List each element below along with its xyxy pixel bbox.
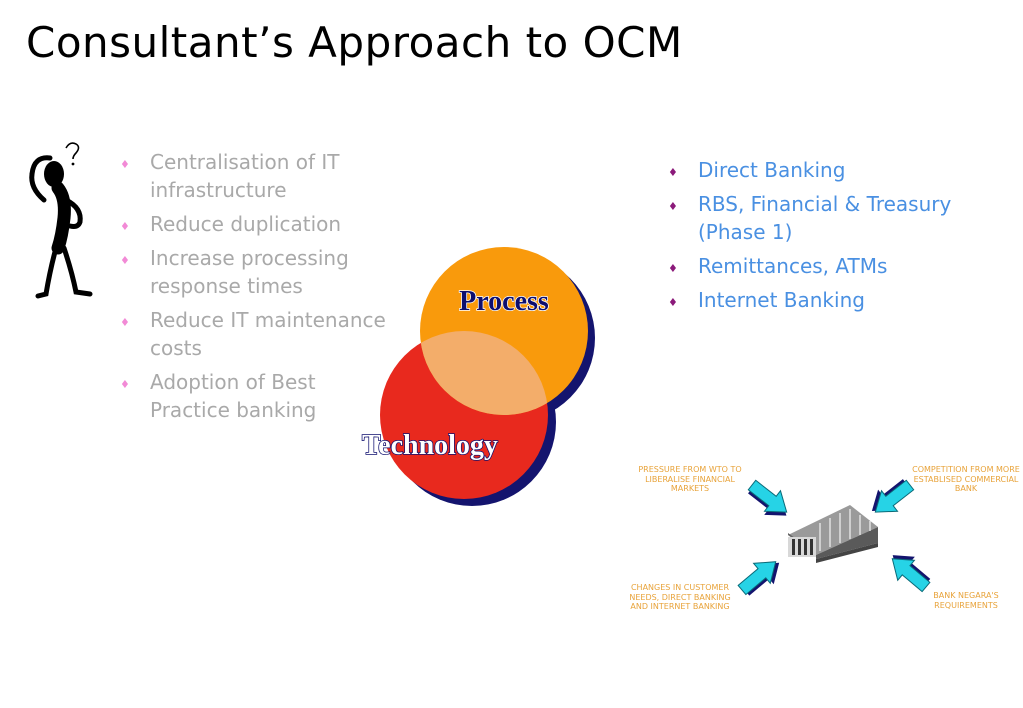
process-label: Process	[459, 286, 549, 317]
arrow-icon	[733, 551, 788, 601]
confused-person-icon	[29, 142, 93, 299]
list-item: ♦Adoption of Best Practice banking	[120, 370, 317, 422]
pressure-label-competition: COMPETITION FROM MORE ESTABLISED COMMERC…	[912, 465, 1020, 493]
pressure-label-wto: PRESSURE FROM WTO TO LIBERALISE FINANCIA…	[638, 465, 742, 493]
diamond-bullet-icon: ♦	[120, 316, 130, 329]
slide-title: Consultant’s Approach to OCM	[26, 18, 683, 67]
services-list: ♦Direct Banking ♦RBS, Financial & Treasu…	[668, 156, 968, 320]
bank-building-icon	[788, 505, 878, 563]
list-item: ♦RBS, Financial & Treasury (Phase 1)	[668, 192, 952, 244]
list-item: ♦Direct Banking	[668, 156, 968, 184]
list-item: ♦Increase processing response times	[120, 246, 349, 298]
pressure-arrows-and-bank	[733, 473, 935, 601]
diamond-bullet-icon: ♦	[668, 200, 678, 213]
diamond-bullet-icon: ♦	[668, 166, 678, 179]
diamond-bullet-icon: ♦	[668, 262, 678, 275]
list-item: ♦Internet Banking	[668, 286, 968, 314]
external-pressures-diagram: PRESSURE FROM WTO TO LIBERALISE FINANCIA…	[620, 455, 1020, 625]
arrow-icon	[863, 473, 919, 523]
diamond-bullet-icon: ♦	[120, 220, 130, 233]
pressure-label-bank-negara: BANK NEGARA'S REQUIREMENTS	[933, 591, 999, 610]
diamond-bullet-icon: ♦	[668, 296, 678, 309]
list-item: ♦Remittances, ATMs	[668, 252, 968, 280]
list-item: ♦Reduce duplication	[120, 210, 395, 238]
diamond-bullet-icon: ♦	[120, 378, 130, 391]
diamond-bullet-icon: ♦	[120, 254, 130, 267]
diamond-bullet-icon: ♦	[120, 158, 130, 171]
list-item: ♦Reduce IT maintenance costs	[120, 308, 386, 360]
objectives-list: ♦Centralisation of IT infrastructure ♦Re…	[120, 148, 395, 430]
pressure-label-customer-needs: CHANGES IN CUSTOMER NEEDS, DIRECT BANKIN…	[629, 583, 731, 611]
technology-label: Technology	[362, 430, 498, 461]
arrow-icon	[883, 545, 935, 598]
process-technology-venn: Process Technology	[361, 247, 595, 506]
arrow-icon	[743, 474, 796, 526]
list-item: ♦Centralisation of IT infrastructure	[120, 150, 340, 202]
